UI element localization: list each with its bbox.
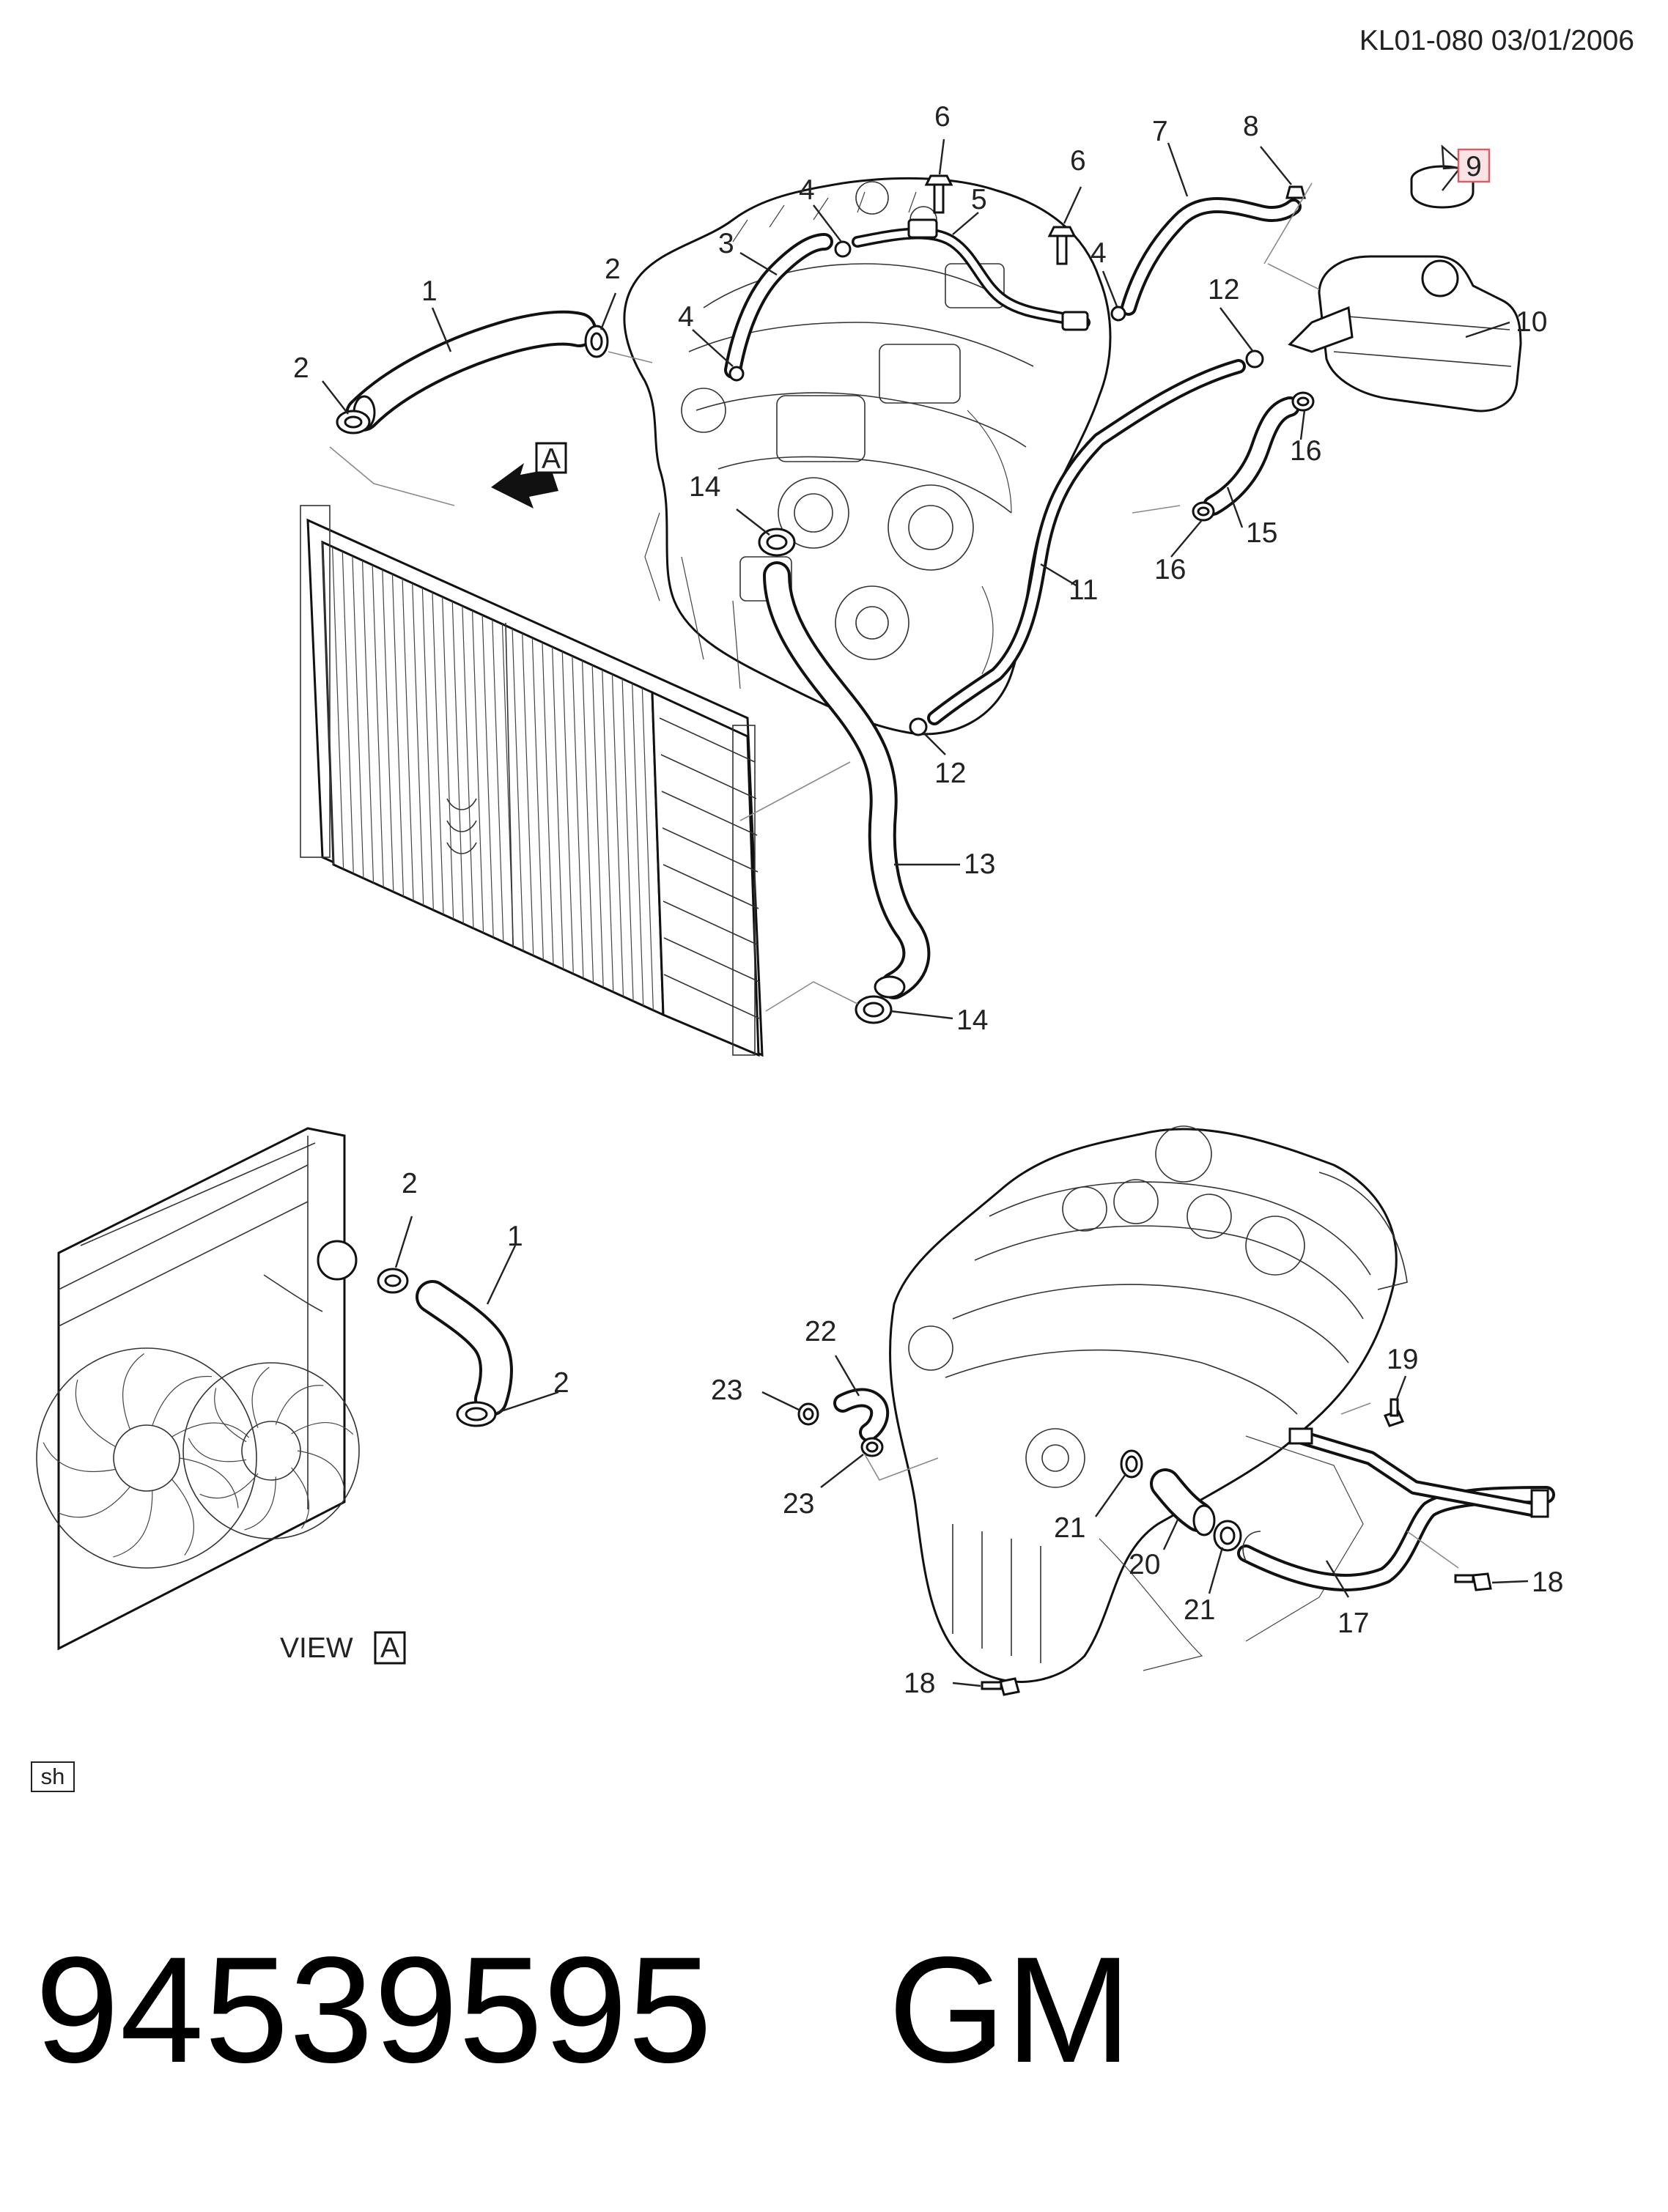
clamp-12-upper — [1245, 349, 1264, 369]
callout-9-highlight: 9 — [1457, 148, 1491, 183]
view-label-text: VIEW — [280, 1632, 353, 1664]
callout-6-b: 6 — [1070, 145, 1086, 177]
callout-8: 8 — [1243, 111, 1259, 142]
clamp-16-upper — [1291, 391, 1315, 412]
callout-14-b: 14 — [956, 1005, 988, 1036]
fitting-4-a — [834, 240, 852, 258]
callout-16-a: 16 — [1290, 435, 1321, 467]
bolt-18-right — [1454, 1572, 1492, 1591]
callout-2-b: 2 — [605, 254, 621, 285]
main-assembly: A 1 2 2 3 4 4 4 5 6 6 7 — [293, 101, 1547, 1057]
callout-5: 5 — [971, 184, 987, 215]
upper-engine — [623, 177, 1112, 736]
lower-engine-assembly: 22 23 23 21 20 21 19 18 18 17 — [711, 1125, 1563, 1699]
callout-4-a: 4 — [799, 174, 815, 206]
callout-1: 1 — [421, 275, 438, 307]
callout-21-a: 21 — [1054, 1512, 1085, 1544]
view-a-callout-1: 1 — [507, 1221, 523, 1252]
hose-13 — [763, 561, 931, 999]
view-label-letter: A — [380, 1632, 399, 1664]
bolt-6-right — [1047, 226, 1077, 265]
callout-11: 11 — [1069, 574, 1099, 606]
callout-2-a: 2 — [293, 352, 309, 384]
fan — [36, 1347, 360, 1569]
callout-22: 22 — [805, 1316, 836, 1347]
coolant-reservoir — [1288, 255, 1522, 413]
pipe-17 — [1237, 1427, 1555, 1591]
view-a-callout-2-lower: 2 — [553, 1367, 569, 1399]
view-arrow-letter: A — [542, 443, 561, 475]
callout-4-c: 4 — [1091, 237, 1107, 269]
callout-6-a: 6 — [934, 101, 951, 133]
callout-20: 20 — [1129, 1549, 1160, 1580]
callout-9: 9 — [1466, 151, 1482, 182]
bolt-18-lower — [981, 1677, 1020, 1696]
hose-1 — [345, 310, 597, 432]
document-reference: KL01-080 03/01/2006 — [1359, 25, 1634, 56]
view-a-detail: 2 1 2 VIEW A — [36, 1127, 569, 1665]
hose-20 — [1150, 1468, 1216, 1536]
clamp-12-lower — [909, 717, 928, 736]
clamp-14-lower — [855, 995, 893, 1024]
callout-19: 19 — [1387, 1344, 1418, 1375]
hose-11 — [927, 359, 1246, 725]
fitting-4-c — [1110, 306, 1126, 322]
callout-23-b: 23 — [783, 1488, 814, 1520]
clamp-16-lower — [1192, 501, 1215, 522]
callout-12-b: 12 — [934, 758, 966, 789]
clamp-14-upper — [758, 528, 796, 557]
clamp-2-right — [584, 325, 609, 358]
brand-name: GM — [888, 1926, 1132, 2094]
hose-7 — [1121, 197, 1302, 316]
bolt-6-left — [924, 174, 953, 214]
bolt-19 — [1383, 1398, 1405, 1427]
view-a-callout-2-upper: 2 — [402, 1168, 418, 1199]
clamp-21-upper — [1120, 1449, 1143, 1479]
sh-label: sh — [31, 1761, 75, 1792]
clamp-2-left — [336, 410, 371, 434]
callout-18-a: 18 — [1532, 1566, 1563, 1598]
part-number: 94539595 — [35, 1926, 713, 2094]
fitting-4-b — [728, 366, 745, 382]
fitting-8 — [1285, 185, 1306, 199]
view-a-arrow: A — [491, 442, 567, 508]
hose-22 — [833, 1388, 890, 1442]
clamp-23-lower — [860, 1437, 884, 1457]
radiator — [300, 505, 764, 1057]
callout-18-b: 18 — [904, 1668, 935, 1699]
hose-3 — [724, 233, 833, 379]
callout-17: 17 — [1337, 1608, 1369, 1639]
pipe-5 — [852, 218, 1091, 331]
callout-4-b: 4 — [678, 301, 694, 333]
callout-3: 3 — [718, 228, 734, 259]
callout-16-b: 16 — [1154, 554, 1186, 585]
clamp-21-lower — [1213, 1520, 1242, 1552]
callout-21-b: 21 — [1184, 1594, 1215, 1626]
hose-15 — [1203, 396, 1300, 516]
view-a-label: VIEW A — [280, 1631, 406, 1665]
callout-10: 10 — [1516, 306, 1547, 338]
callout-14-a: 14 — [689, 471, 720, 503]
callout-7: 7 — [1152, 116, 1168, 147]
callout-15: 15 — [1246, 517, 1277, 549]
clamp-23-upper — [797, 1402, 819, 1426]
callout-13: 13 — [964, 848, 995, 880]
callout-23-a: 23 — [711, 1375, 742, 1406]
callout-12-a: 12 — [1208, 274, 1239, 306]
